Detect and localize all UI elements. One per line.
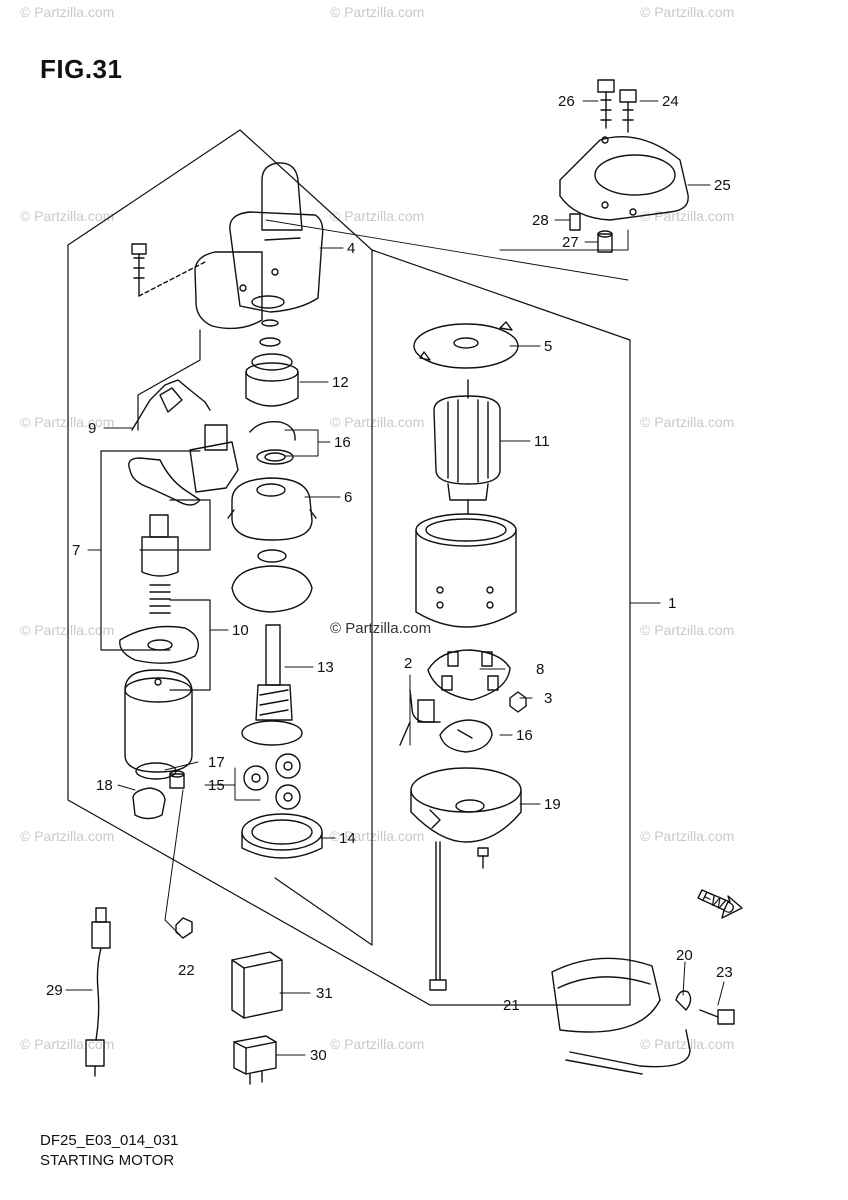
part-through-bolt	[429, 841, 447, 991]
callout-12: 12	[332, 374, 349, 391]
watermark: © Partzilla.com	[20, 4, 115, 20]
part-bolt-24	[619, 89, 637, 133]
part-ring-gear-14	[241, 813, 323, 859]
callout-1: 1	[668, 595, 676, 612]
part-nut-22	[175, 917, 193, 939]
part-gear-cover-6	[227, 477, 317, 541]
callout-19: 19	[544, 796, 561, 813]
part-band-21	[551, 957, 691, 1075]
watermark: © Partzilla.com	[640, 828, 735, 844]
part-relay-31	[231, 951, 283, 1019]
callout-28: 28	[532, 212, 549, 229]
callout-27: 27	[562, 234, 579, 251]
part-yoke-1	[415, 513, 517, 628]
part-planet-gears-15	[243, 753, 301, 810]
figure-code: DF25_E03_014_031	[40, 1132, 179, 1149]
fwd-arrow-icon	[697, 889, 743, 919]
callout-17: 17	[208, 754, 225, 771]
callout-24: 24	[662, 93, 679, 110]
figure-name: STARTING MOTOR	[40, 1152, 175, 1169]
part-brush-holder-8	[427, 649, 511, 701]
callout-25: 25	[714, 177, 731, 194]
part-washer	[231, 549, 313, 613]
callout-14: 14	[339, 830, 356, 847]
figure-title: FIG.31	[40, 54, 123, 84]
part-shaft-13	[241, 624, 303, 746]
watermark: © Partzilla.com	[20, 208, 115, 224]
part-harness-29	[85, 907, 111, 1077]
callout-3: 3	[544, 690, 552, 707]
callout-18: 18	[96, 777, 113, 794]
callout-16-upper: 16	[334, 434, 351, 451]
callout-13: 13	[317, 659, 334, 676]
leader-lines	[65, 100, 725, 1056]
watermark: © Partzilla.com	[640, 622, 735, 638]
part-plate-16	[439, 719, 493, 753]
watermark: © Partzilla.com	[330, 414, 425, 430]
callout-16-lower: 16	[516, 727, 533, 744]
watermark: © Partzilla.com	[640, 414, 735, 430]
part-snap-ring-16	[249, 421, 296, 465]
callout-21: 21	[503, 997, 520, 1014]
part-front-housing	[194, 162, 324, 330]
watermark: © Partzilla.com	[640, 1036, 735, 1052]
fwd-label: FWD	[699, 889, 737, 919]
part-rear-cover-19	[410, 767, 522, 843]
callout-9: 9	[88, 420, 96, 437]
part-clip-20	[675, 990, 692, 1011]
watermark-center: © Partzilla.com	[330, 620, 432, 637]
part-solenoid-switch-7	[119, 424, 239, 664]
watermark: © Partzilla.com	[640, 4, 735, 20]
part-lever-9	[131, 379, 211, 431]
part-housing-bolt	[131, 243, 206, 297]
callout-15: 15	[208, 777, 225, 794]
callout-4: 4	[347, 240, 355, 257]
callout-10: 10	[232, 622, 249, 639]
watermark: © Partzilla.com	[20, 622, 115, 638]
watermark: © Partzilla.com	[20, 828, 115, 844]
part-terminal-17	[169, 770, 185, 789]
callout-20: 20	[676, 947, 693, 964]
callout-labels: 1 2 3 4 5 6 7 8 9 10 11 12 13 14 15 16 1…	[46, 93, 733, 1064]
part-bolt-23	[699, 1009, 735, 1025]
part-plate-5	[413, 321, 519, 369]
watermark: © Partzilla.com	[20, 414, 115, 430]
part-small-bolt	[477, 847, 489, 869]
watermark: © Partzilla.com	[330, 4, 425, 20]
part-armature-11	[433, 379, 501, 515]
part-boot-18	[132, 787, 166, 820]
part-bracket-25	[559, 136, 689, 221]
callout-30: 30	[310, 1047, 327, 1064]
part-drive-gear-12	[245, 319, 299, 407]
watermark: © Partzilla.com	[330, 208, 425, 224]
callout-6: 6	[344, 489, 352, 506]
part-lead-wire-2	[399, 689, 441, 746]
callout-7: 7	[72, 542, 80, 559]
callout-22: 22	[178, 962, 195, 979]
callout-31: 31	[316, 985, 333, 1002]
part-relay-30	[233, 1035, 277, 1085]
watermark: © Partzilla.com	[640, 208, 735, 224]
part-collar-27	[597, 230, 613, 253]
part-nut-3	[509, 691, 527, 713]
part-bolt-26	[597, 79, 615, 129]
part-pin-28	[569, 213, 581, 231]
part-magnet-switch-10	[124, 669, 193, 780]
callout-8: 8	[536, 661, 544, 678]
callout-2: 2	[404, 655, 412, 672]
assembly-outline	[67, 129, 631, 1006]
callout-29: 29	[46, 982, 63, 999]
callout-5: 5	[544, 338, 552, 355]
callout-11: 11	[534, 433, 550, 450]
callout-23: 23	[716, 964, 733, 981]
callout-26: 26	[558, 93, 575, 110]
watermark: © Partzilla.com	[330, 1036, 425, 1052]
watermark: © Partzilla.com	[330, 828, 425, 844]
